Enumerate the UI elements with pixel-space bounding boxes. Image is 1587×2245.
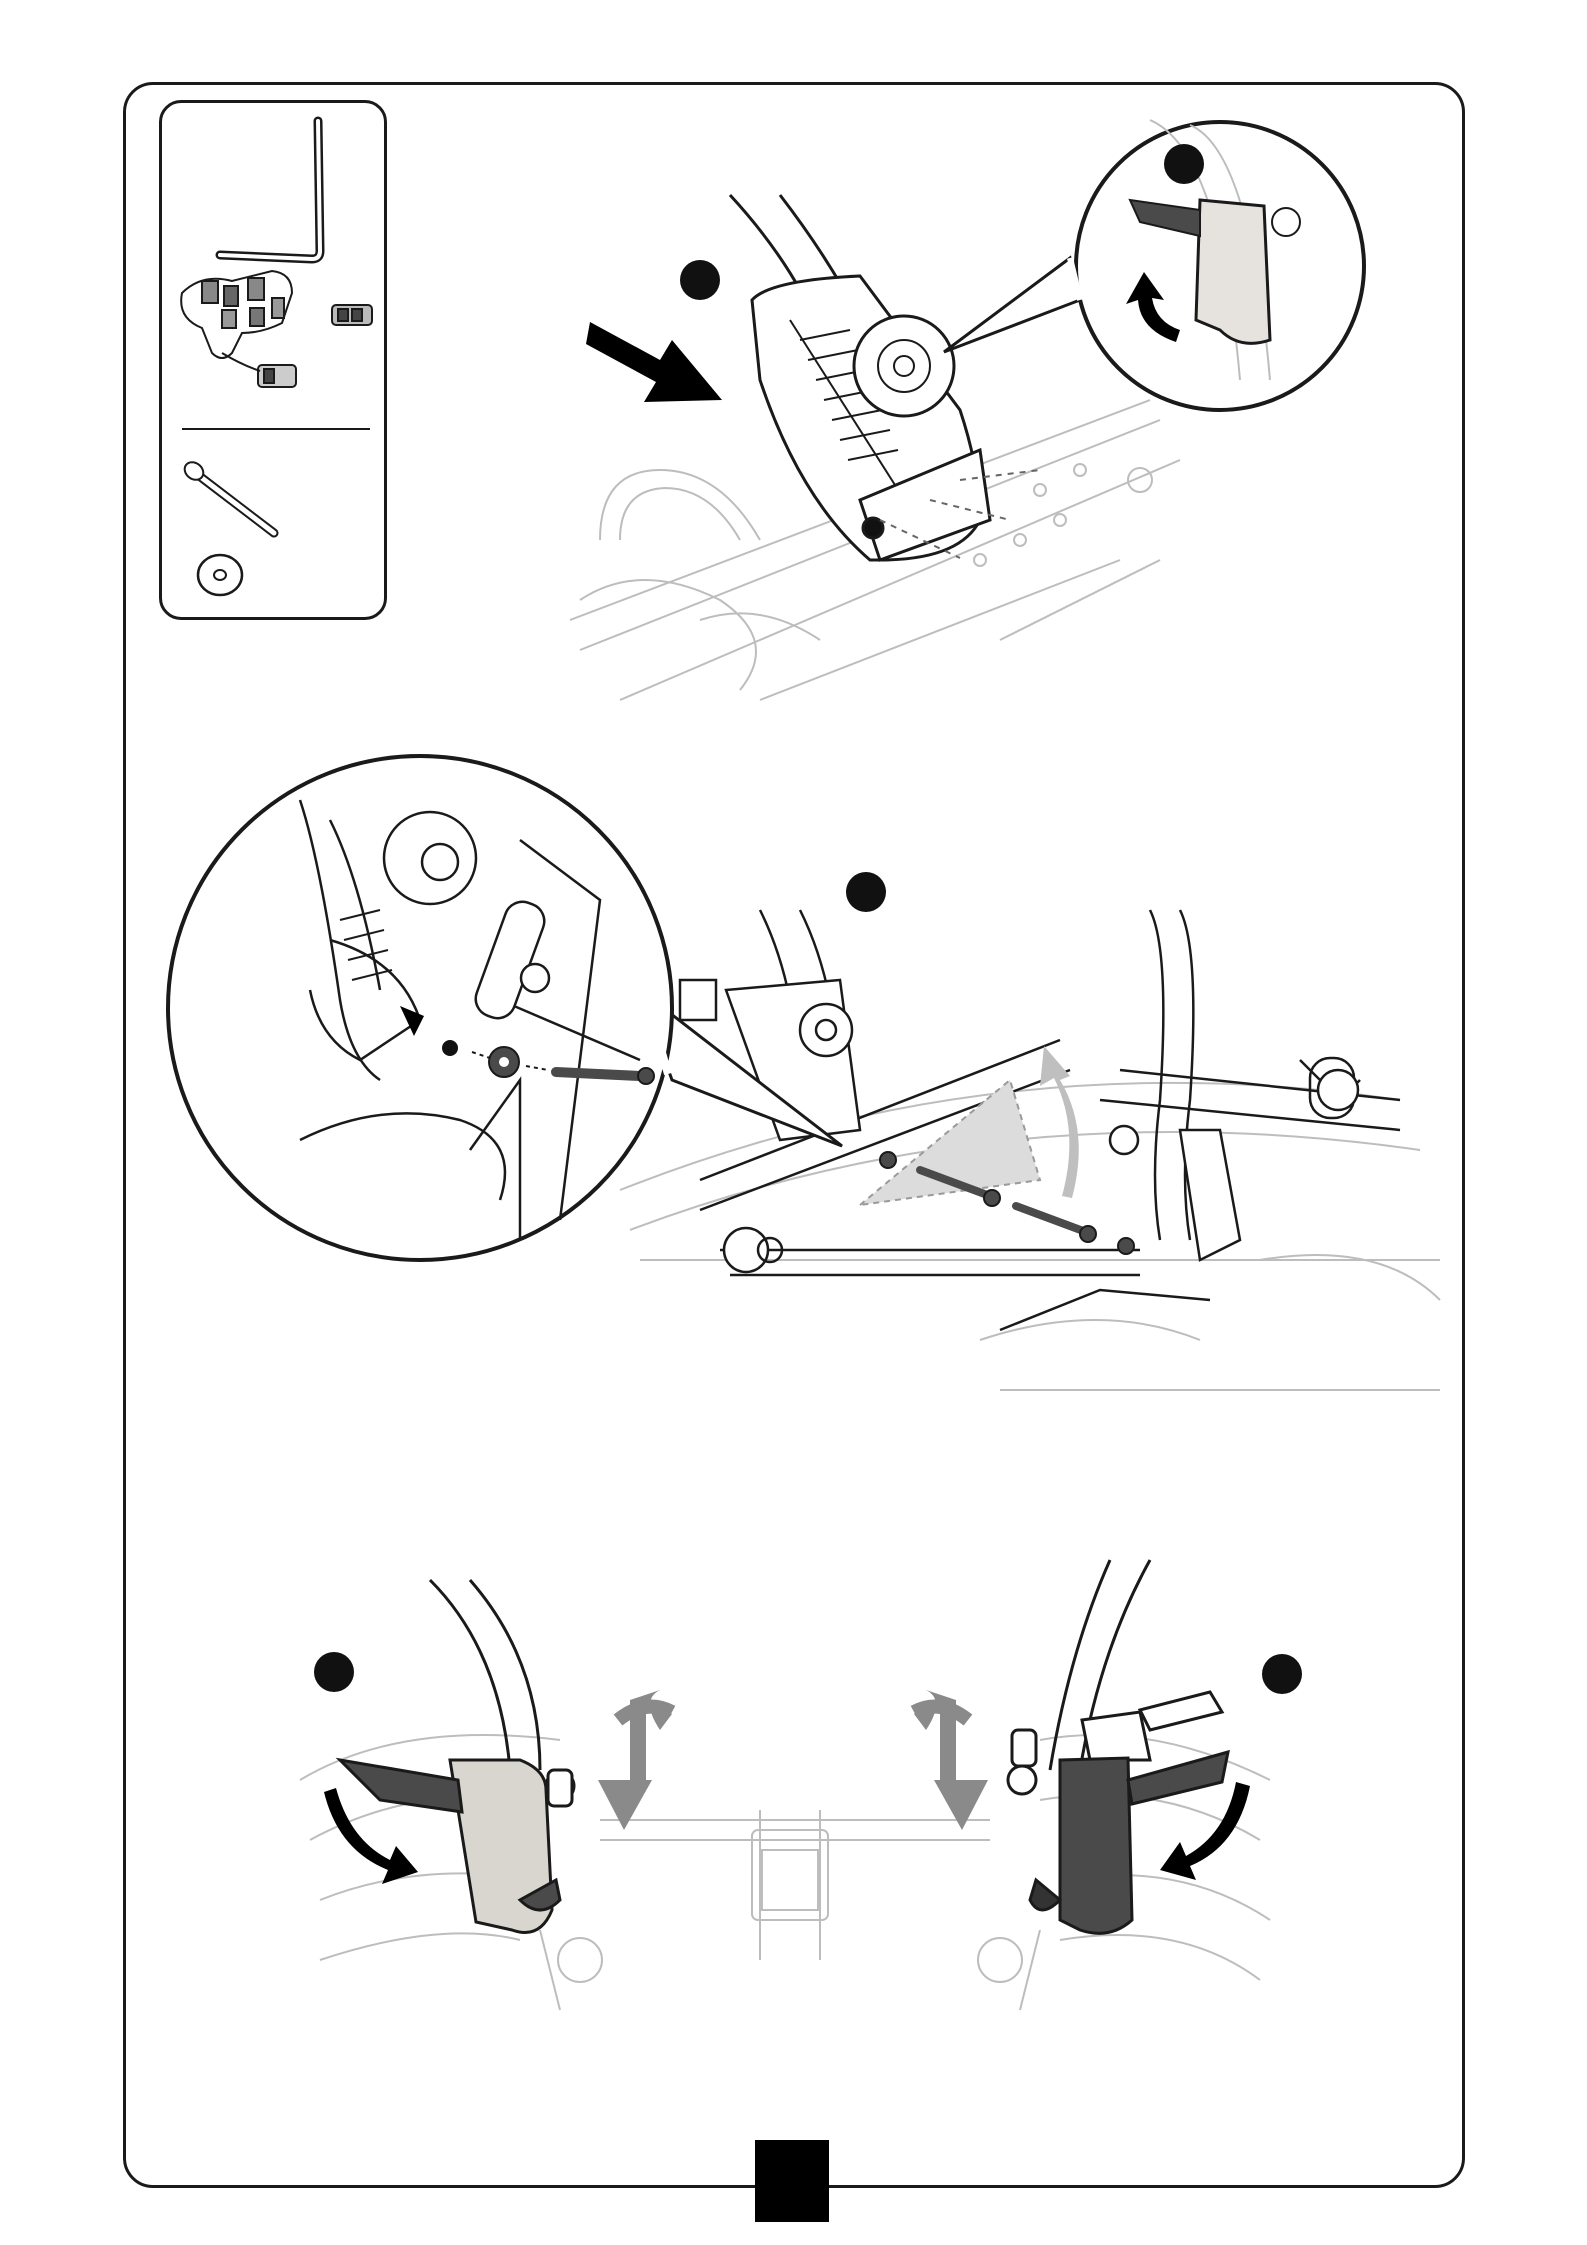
rotate-arrow-icon (1040, 1046, 1079, 1198)
rotate-gray-arrows (598, 1690, 988, 1830)
adapter-right-step-3 (1008, 1560, 1228, 1933)
figure-3 (300, 1560, 1270, 2010)
step-3-right-marker (1262, 1654, 1302, 1694)
adapter-left-step-3 (340, 1580, 574, 1933)
step-1-marker (680, 260, 720, 300)
step-2-marker (846, 872, 886, 912)
rotate-down-right-arrow-icon (1160, 1782, 1250, 1880)
adapter-step-1 (752, 276, 990, 560)
figure-1 (570, 120, 1364, 700)
figure-2 (168, 756, 1440, 1390)
step-1-detail-marker (1164, 144, 1204, 184)
push-arrow-icon (586, 322, 722, 402)
step-3-left-marker (314, 1652, 354, 1692)
page-number-tab (755, 2140, 829, 2222)
callout-detail-1 (944, 120, 1364, 410)
